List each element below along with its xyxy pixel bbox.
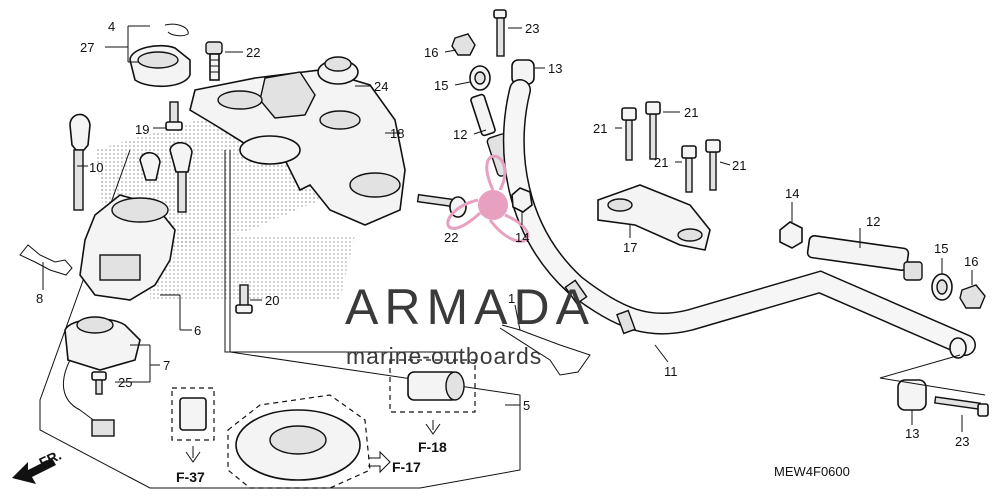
callout-14b: 14 [785, 186, 799, 201]
callout-15b: 15 [934, 241, 948, 256]
callout-13a: 13 [548, 61, 562, 76]
callouts: 4 27 22 24 18 19 10 8 20 6 7 25 5 23 16 … [36, 19, 978, 449]
ref-f37: F-37 [176, 469, 205, 485]
key-10 [69, 113, 91, 211]
callout-20: 20 [265, 293, 279, 308]
callout-15a: 15 [434, 78, 448, 93]
top-bridge [189, 56, 406, 226]
callout-6: 6 [194, 323, 201, 338]
callout-16b: 16 [964, 254, 978, 269]
handlebar-holder-17 [597, 101, 721, 251]
callout-25: 25 [118, 375, 132, 390]
diagram-code: MEW4F0600 [774, 464, 850, 479]
cable-1 [499, 324, 591, 376]
handlebar-11 [502, 79, 976, 359]
break-line [879, 354, 986, 396]
callout-4: 4 [108, 19, 115, 34]
callout-16a: 16 [424, 45, 438, 60]
collar-15-top [469, 65, 491, 91]
callout-13b: 13 [905, 426, 919, 441]
callout-10: 10 [89, 160, 103, 175]
collar-15-right [931, 273, 953, 301]
callout-1: 1 [508, 291, 515, 306]
fr-label: FR. [37, 447, 64, 471]
callout-14a: 14 [515, 230, 529, 245]
switch-body-7 [62, 316, 141, 437]
callout-27: 27 [80, 40, 94, 55]
callout-12b: 12 [866, 214, 880, 229]
stem-link-line [224, 150, 460, 353]
callout-23b: 23 [955, 434, 969, 449]
propeller-logo-watermark [446, 154, 530, 243]
callout-19: 19 [135, 122, 149, 137]
callout-22b: 22 [444, 230, 458, 245]
callout-21c: 21 [654, 155, 668, 170]
nut-14-right [779, 221, 803, 249]
callout-7: 7 [163, 358, 170, 373]
fuel-cap-f17 [227, 394, 391, 489]
screw-25 [91, 371, 107, 395]
bolt-20 [235, 284, 253, 314]
ref-f18: F-18 [418, 439, 447, 455]
ref-f17: F-17 [392, 459, 421, 475]
ignition-switch [79, 194, 176, 301]
nut-14-center [511, 187, 533, 213]
stem-nut [129, 23, 191, 88]
callout-11: 11 [664, 364, 678, 379]
leader-lines [42, 25, 973, 432]
watermark-tagline: marine-outboards [346, 343, 542, 369]
keys-ignition [139, 141, 193, 213]
callout-22a: 22 [246, 45, 260, 60]
callout-17: 17 [623, 240, 637, 255]
bolt-23-top [493, 9, 507, 57]
bolt-22-top [205, 41, 223, 81]
bolt-19 [165, 101, 183, 131]
watermark-name: ARMADA [345, 279, 595, 335]
assembly-boundary [39, 149, 521, 489]
clip-16-right [959, 284, 986, 309]
callout-23a: 23 [525, 21, 539, 36]
callout-21b: 21 [684, 105, 698, 120]
lock-f18 [389, 359, 476, 435]
callout-8: 8 [36, 291, 43, 306]
bolt-22-center [416, 193, 467, 218]
front-arrow: FR. [12, 447, 64, 484]
callout-12a: 12 [453, 127, 467, 142]
bracket-8 [19, 244, 73, 276]
callout-24: 24 [374, 79, 388, 94]
callout-21a: 21 [593, 121, 607, 136]
cylinder-f37 [171, 387, 215, 463]
callout-5: 5 [523, 398, 530, 413]
callout-18: 18 [390, 126, 404, 141]
callout-21d: 21 [732, 158, 746, 173]
clip-16-top [451, 33, 476, 56]
